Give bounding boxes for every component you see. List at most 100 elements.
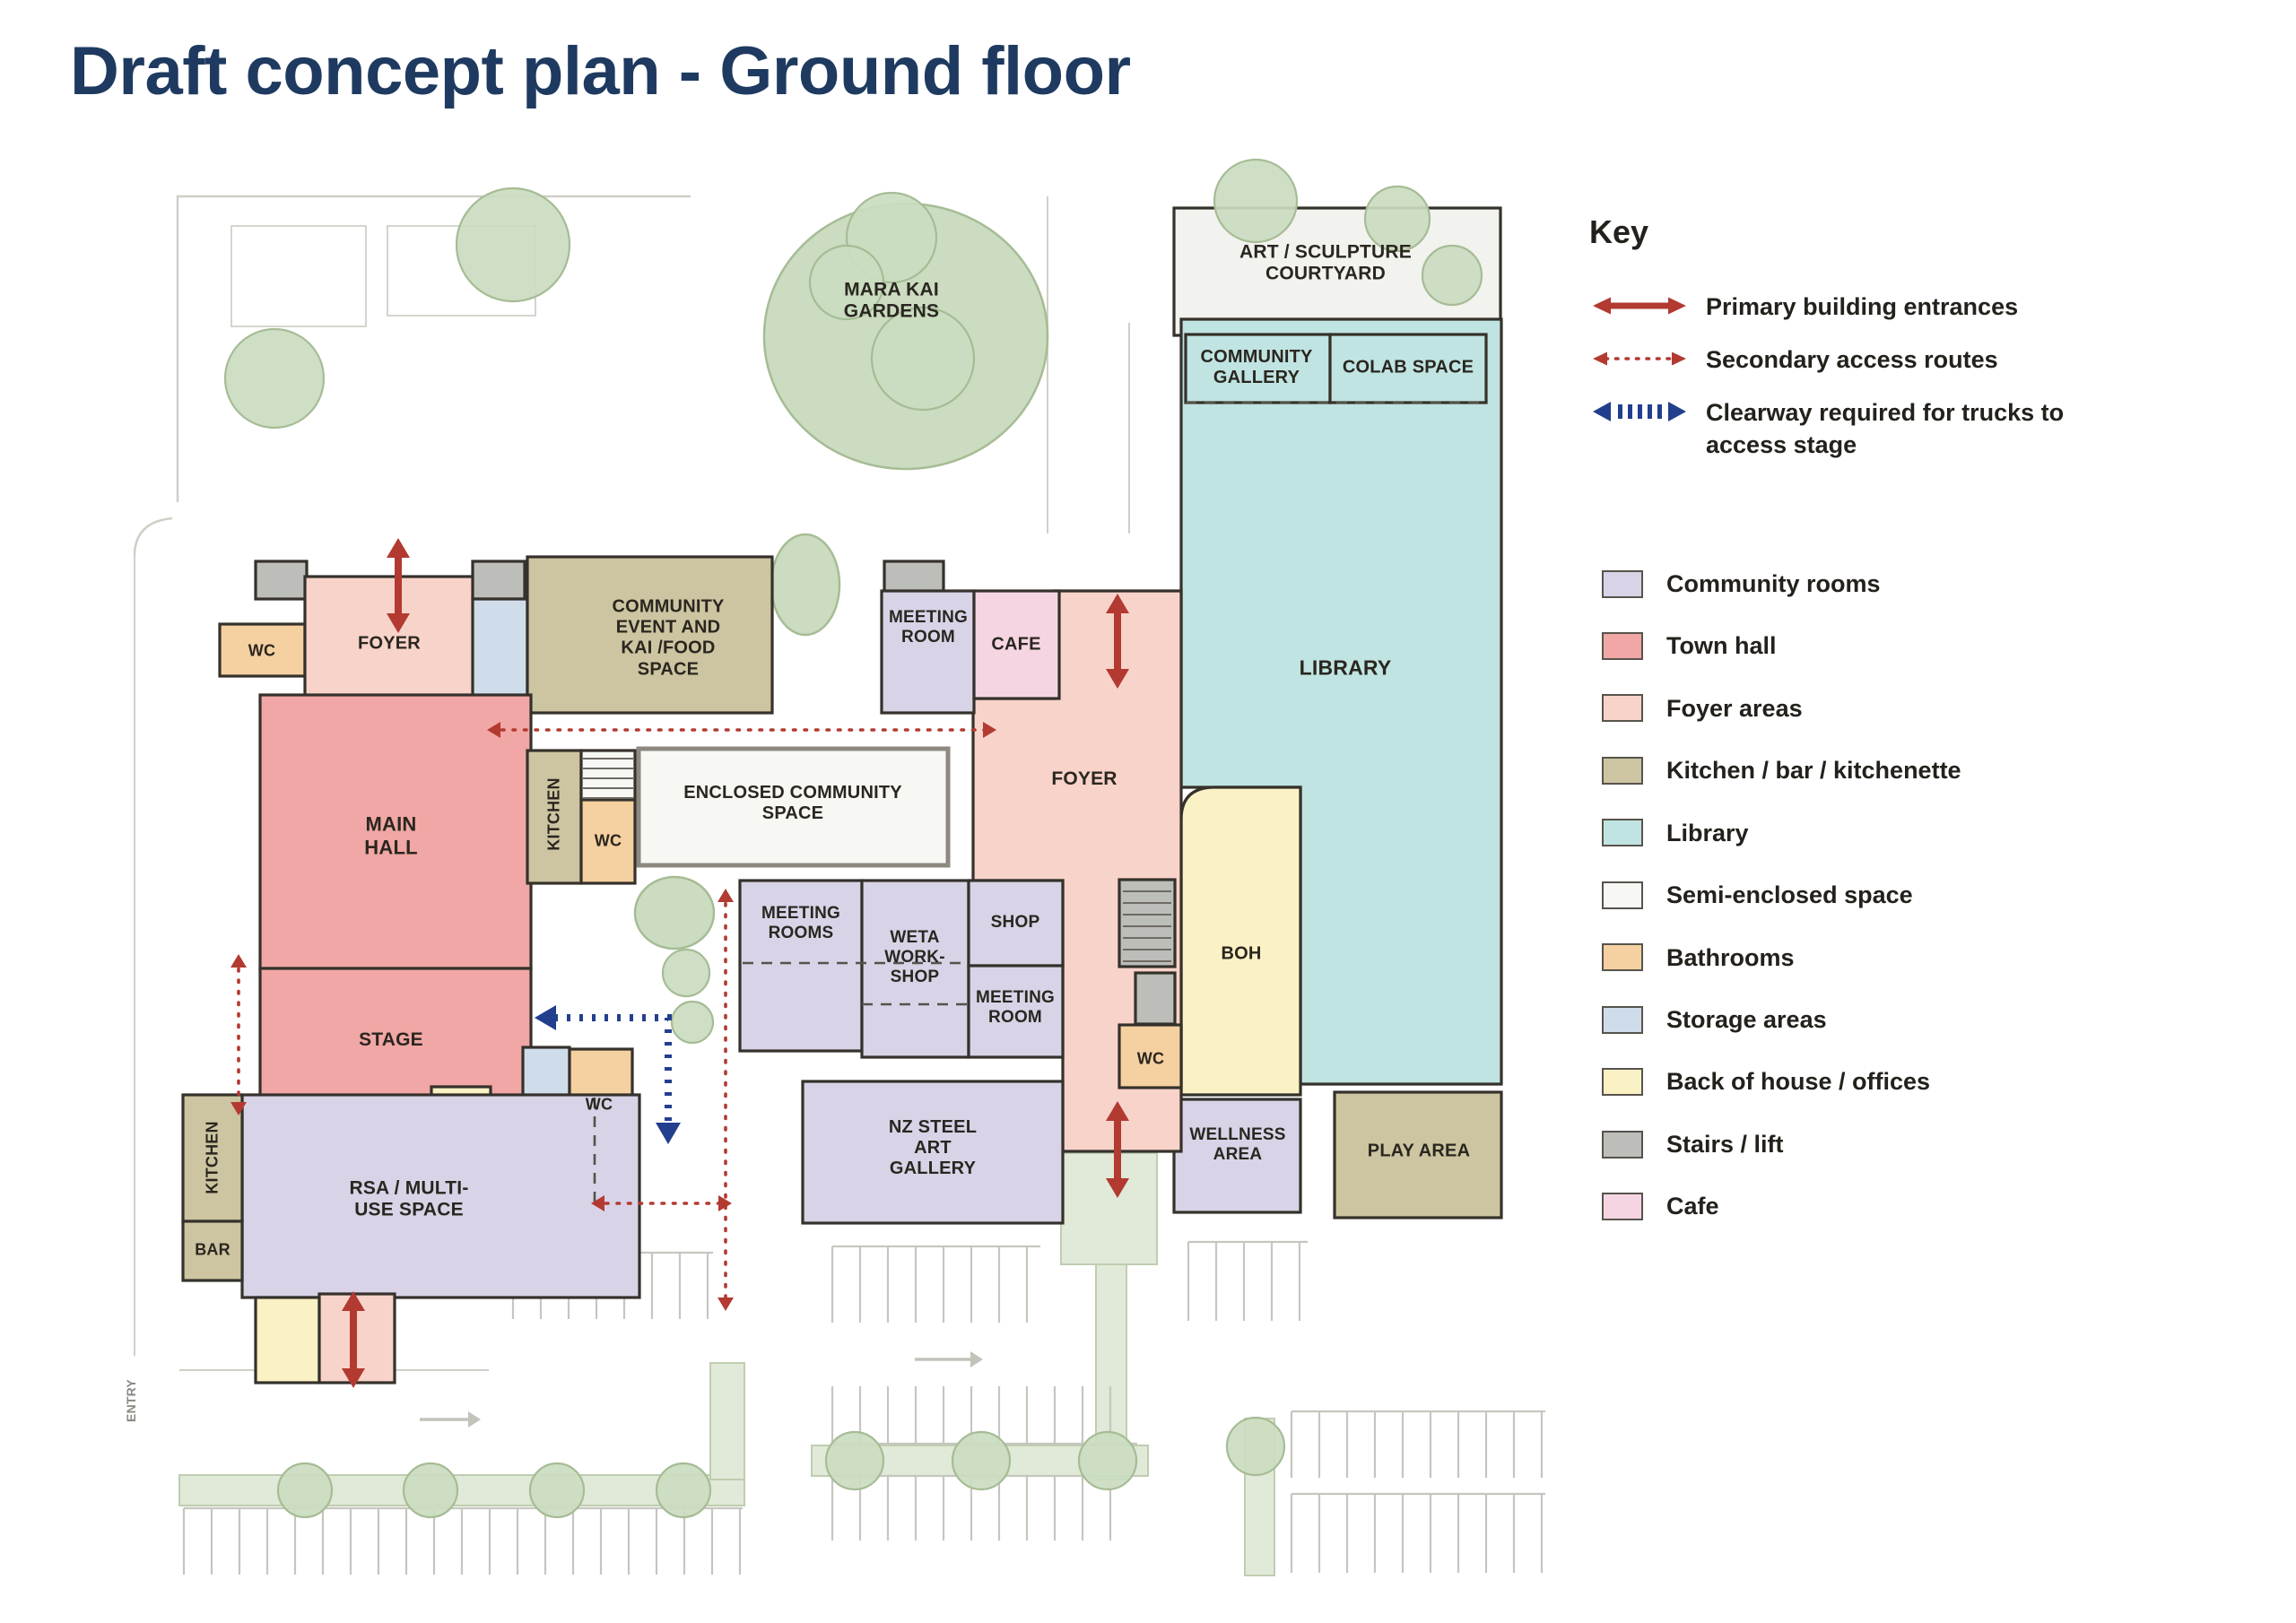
legend-swatch — [1602, 632, 1643, 661]
key-route-primary: Primary building entrances — [1589, 291, 2289, 324]
green-path — [178, 1474, 745, 1506]
legend-label: Stairs / lift — [1666, 1130, 1784, 1158]
room-roof-block — [883, 560, 945, 595]
legend-item: Kitchen / bar / kitchenette — [1589, 754, 2289, 786]
legend-label: Semi-enclosed space — [1666, 881, 1913, 909]
legend-item: Storage areas — [1589, 1003, 2289, 1036]
room-weta-workshop — [860, 879, 970, 1059]
legend-swatch — [1602, 1130, 1643, 1159]
room-nz-gallery — [801, 1080, 1065, 1225]
green-path — [709, 1362, 745, 1480]
legend-item: Cafe — [1589, 1190, 2289, 1222]
room-kitchen-mid — [526, 749, 583, 885]
legend-item: Library — [1589, 817, 2289, 849]
key-heading: Key — [1589, 213, 1649, 250]
room-meeting-rooms — [738, 879, 864, 1053]
legend-swatch — [1602, 569, 1643, 598]
page-title: Draft concept plan - Ground floor — [70, 33, 1131, 109]
tree-icon — [870, 306, 976, 412]
stair-hatches — [583, 758, 1171, 962]
legend-swatch — [1602, 1005, 1643, 1034]
key-route-clearway: Clearway required for trucks to access s… — [1589, 396, 2289, 462]
primary-arrow-icon — [1589, 292, 1695, 324]
legend-label: Bathrooms — [1666, 943, 1795, 971]
legend-item: Community rooms — [1589, 568, 2289, 600]
legend-item: Town hall — [1589, 629, 2289, 662]
room-bar — [181, 1219, 244, 1282]
legend-item: Bathrooms — [1589, 942, 2289, 974]
room-meeting-room-2 — [967, 964, 1065, 1059]
secondary-route-arrows — [230, 722, 996, 1311]
room-community-event — [526, 555, 774, 715]
room-play-area — [1333, 1090, 1503, 1219]
room-rsa — [240, 1093, 641, 1299]
room-wc-mid — [579, 798, 637, 885]
tree-icon — [951, 1430, 1012, 1491]
tree-icon — [402, 1462, 459, 1519]
room-stairs-central — [1118, 878, 1177, 968]
legend-label: Foyer areas — [1666, 694, 1803, 722]
dashed-walls — [593, 401, 1486, 1202]
key-route-label: Primary building entrances — [1706, 293, 2019, 320]
room-block-nw-1 — [254, 560, 309, 601]
tree-icon — [1077, 1430, 1138, 1491]
clearway-arrow — [535, 1005, 681, 1144]
tree-icon — [808, 244, 885, 321]
room-block-nw-2 — [471, 560, 526, 601]
legend-item: Semi-enclosed space — [1589, 879, 2289, 911]
room-main-hall — [258, 693, 533, 970]
legend-swatch — [1602, 881, 1643, 909]
legend-label: Library — [1666, 819, 1749, 846]
primary-entrance-arrows — [342, 538, 1129, 1388]
room-boh-sw — [254, 1296, 321, 1384]
clearway-arrow-icon — [1589, 398, 1695, 430]
room-wc-foyer — [1118, 1023, 1183, 1089]
road-arrows — [420, 1351, 983, 1428]
green-path — [1060, 1152, 1158, 1265]
room-shop — [967, 879, 1065, 968]
room-boh — [1179, 785, 1302, 1097]
garden-blob — [770, 533, 841, 637]
room-meeting-room-nw — [880, 589, 976, 715]
legend-swatch — [1602, 694, 1643, 723]
room-colab-space — [1328, 333, 1488, 404]
legend-label: Community rooms — [1666, 569, 1881, 597]
legend-label: Back of house / offices — [1666, 1068, 1931, 1096]
tree-icon — [1225, 1416, 1286, 1477]
legend-item: Back of house / offices — [1589, 1065, 2289, 1098]
room-community-gallery — [1184, 333, 1332, 404]
legend-swatch — [1602, 1192, 1643, 1220]
tree-icon — [1213, 158, 1299, 244]
room-foyer-nw — [303, 575, 477, 709]
legend-label: Storage areas — [1666, 1005, 1827, 1033]
tree-icon — [824, 1430, 885, 1491]
tree-icon — [661, 948, 711, 998]
tree-icon — [455, 187, 571, 303]
tree-icon — [1363, 185, 1431, 253]
legend-swatch — [1602, 1068, 1643, 1097]
legend-swatch — [1602, 756, 1643, 785]
rooms — [181, 206, 1503, 1384]
tree-icon — [223, 327, 326, 430]
key-route-label: Clearway required for trucks to access s… — [1706, 399, 2065, 459]
room-kitchen-sw — [181, 1093, 244, 1223]
legend-label: Kitchen / bar / kitchenette — [1666, 757, 1961, 785]
legend-swatch — [1602, 819, 1643, 847]
legend-swatch — [1602, 943, 1643, 972]
secondary-arrow-icon — [1589, 345, 1695, 377]
tree-icon — [670, 1000, 715, 1045]
key-route-secondary: Secondary access routes — [1589, 343, 2289, 377]
key-route-label: Secondary access routes — [1706, 346, 1998, 373]
garden-blob — [633, 875, 716, 950]
room-storage-nw — [471, 597, 529, 709]
tree-icon — [528, 1462, 586, 1519]
legend-label: Town hall — [1666, 632, 1777, 660]
tree-icon — [655, 1462, 712, 1519]
tree-icon — [1421, 244, 1483, 307]
room-cafe — [972, 589, 1061, 700]
room-stage — [258, 967, 533, 1098]
